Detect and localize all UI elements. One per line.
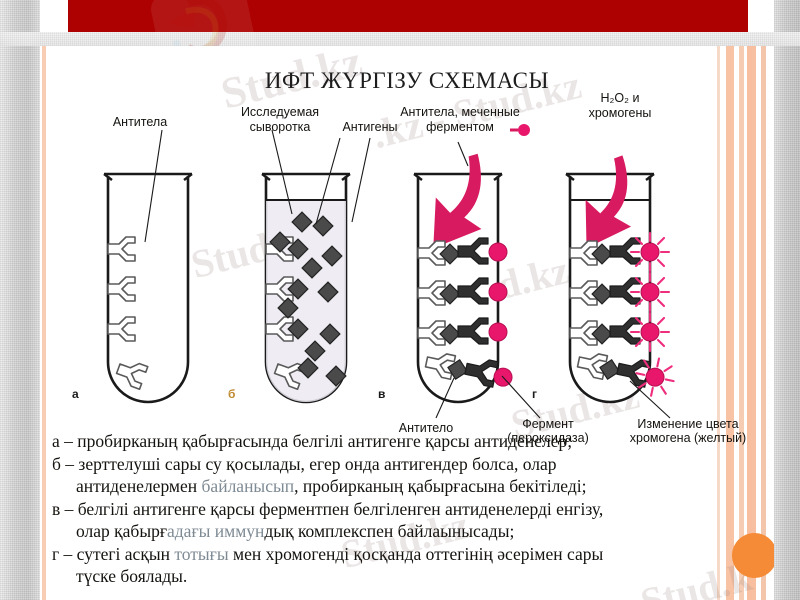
caption-line: г – сутегі асқын тотығы мен хромогенді қ… xyxy=(52,544,724,566)
caption-line: в – белгілі антигенге қарсы ферментпен б… xyxy=(52,499,724,521)
label-enzyme-ab-l1: Антитела, меченные xyxy=(400,105,520,119)
serum-liquid xyxy=(266,200,346,402)
tube-letter-a: а xyxy=(72,387,79,401)
tube-letter-b: б xyxy=(228,387,235,401)
label-chromogen-l1: Изменение цвета xyxy=(637,417,738,431)
label-antibodies: Антитела xyxy=(113,115,167,129)
tube-letter-v: в xyxy=(378,387,385,401)
caption-line: антиденелермен байланысып, пробирканың қ… xyxy=(52,476,724,498)
caption-text: адағы иммун xyxy=(167,521,265,541)
caption-text: байланысып xyxy=(201,476,295,496)
caption-text: дық комплекспен байлаынысады; xyxy=(264,521,515,541)
caption-text: түске боялады. xyxy=(76,566,188,586)
enzyme-conjugate-glyph xyxy=(510,124,530,136)
caption-line: а – пробирканың қабырғасында белгілі ант… xyxy=(52,431,724,453)
caption-text: мен хромогенді қосқанда оттегінің әсерім… xyxy=(228,543,604,564)
caption-text: тотығы xyxy=(174,543,229,564)
caption-text: б – зерттелуші сары су қосылады, егер он… xyxy=(52,453,557,474)
caption-text: олар қабырғ xyxy=(76,521,168,541)
leader-lines xyxy=(144,129,469,243)
top-noise-band xyxy=(0,32,800,46)
caption-text: , пробирканың қабырғасына бекітіледі; xyxy=(294,476,587,496)
label-test-serum-l2: сыворотка xyxy=(250,120,311,134)
label-antigens: Антигены xyxy=(342,120,397,134)
caption-block: а – пробирканың қабырғасында белгілі ант… xyxy=(52,431,724,589)
tube-b: б xyxy=(228,172,351,404)
caption-line: б – зерттелуші сары су қосылады, егер он… xyxy=(52,454,724,476)
label-antibody: Антитело xyxy=(399,421,454,435)
tube-letter-g: г xyxy=(532,387,537,401)
left-accent-rule xyxy=(42,46,46,600)
right-accent-stripe-2 xyxy=(726,46,734,600)
label-enzyme-l1: Фермент xyxy=(522,417,574,431)
right-accent-stripe-5 xyxy=(761,46,766,600)
left-gutter xyxy=(0,0,40,600)
caption-line: түске боялады. xyxy=(52,566,724,588)
caption-text: а – пробирканың қабырғасында белгілі ант… xyxy=(52,431,573,451)
right-accent-stripe-1 xyxy=(717,46,720,600)
caption-text: г – сутегі асқын xyxy=(52,543,175,564)
right-accent-stripe-3 xyxy=(739,46,744,600)
right-accent-stripe-4 xyxy=(747,46,756,600)
diagram-bottom-labels: Антитело Фермент (пероксидаза) Изменение… xyxy=(399,417,746,445)
caption-text: антиденелермен xyxy=(76,476,202,496)
right-gutter xyxy=(774,0,800,600)
orange-accent-dot xyxy=(732,533,774,578)
caption-line: олар қабырғадағы иммундық комплекспен ба… xyxy=(52,521,724,543)
elisa-diagram: а xyxy=(40,46,774,446)
label-h2o2-l1: H₂O₂ и xyxy=(601,91,640,105)
page-title: ИФТ ЖҮРГІЗУ СХЕМАСЫ xyxy=(264,68,550,93)
tube-a: а xyxy=(72,172,193,404)
tube-v: в xyxy=(378,147,541,419)
label-h2o2-l2: хромогены xyxy=(589,106,652,120)
diagram-top-labels: Антитела Исследуемая сыворотка Антигены … xyxy=(113,91,652,136)
tube-g: г xyxy=(532,152,679,419)
caption-text: в – белгілі антигенге қарсы ферментпен б… xyxy=(52,498,604,519)
label-enzyme-ab-l2: ферментом xyxy=(426,120,494,134)
label-test-serum-l1: Исследуемая xyxy=(241,105,319,119)
top-red-banner xyxy=(68,0,748,32)
label-chromogen-l2: хромогена (желтый) xyxy=(630,431,746,445)
label-enzyme-l2: (пероксидаза) xyxy=(507,431,589,445)
